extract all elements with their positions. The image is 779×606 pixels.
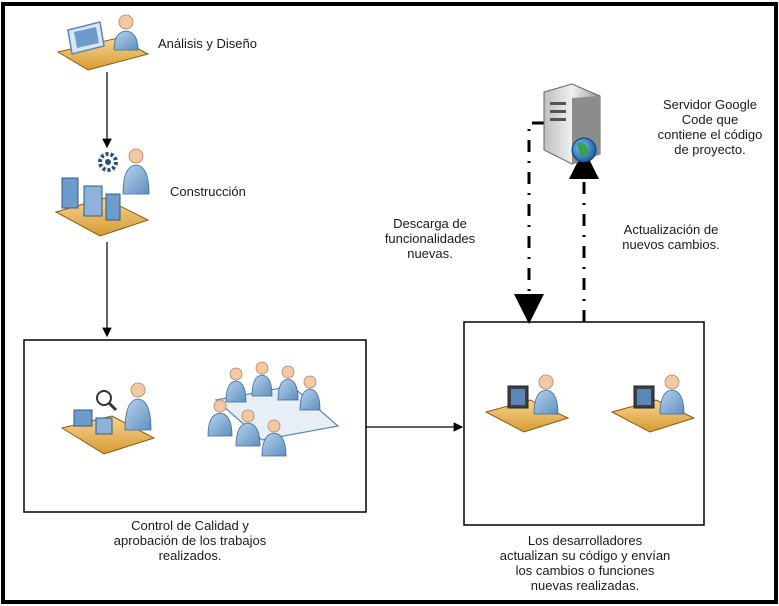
quality-control-label: Control de Calidad y aprobación de los t… [113, 518, 267, 563]
meeting-table-icon [207, 361, 340, 457]
update-label: Actualización de nuevos cambios. [622, 222, 720, 252]
developers-label: Los desarrolladores actualizan su código… [499, 533, 671, 593]
download-label: Descarga de funcionalidades nuevas. [384, 216, 476, 261]
construction-label: Construcción [170, 184, 246, 199]
developer-at-computer-icon [610, 374, 696, 433]
builder-with-gear-icon [54, 148, 150, 237]
analysis-label: Análisis y Diseño [158, 36, 257, 51]
designer-at-desk-icon [56, 14, 150, 71]
server-label: Servidor Google Code que contiene el cód… [657, 97, 763, 157]
server-globe-icon [543, 83, 601, 165]
quality-control-box [23, 339, 367, 513]
inspector-magnifier-icon [60, 382, 156, 455]
download-arrow [514, 121, 544, 324]
developer-at-computer-icon [484, 374, 570, 433]
